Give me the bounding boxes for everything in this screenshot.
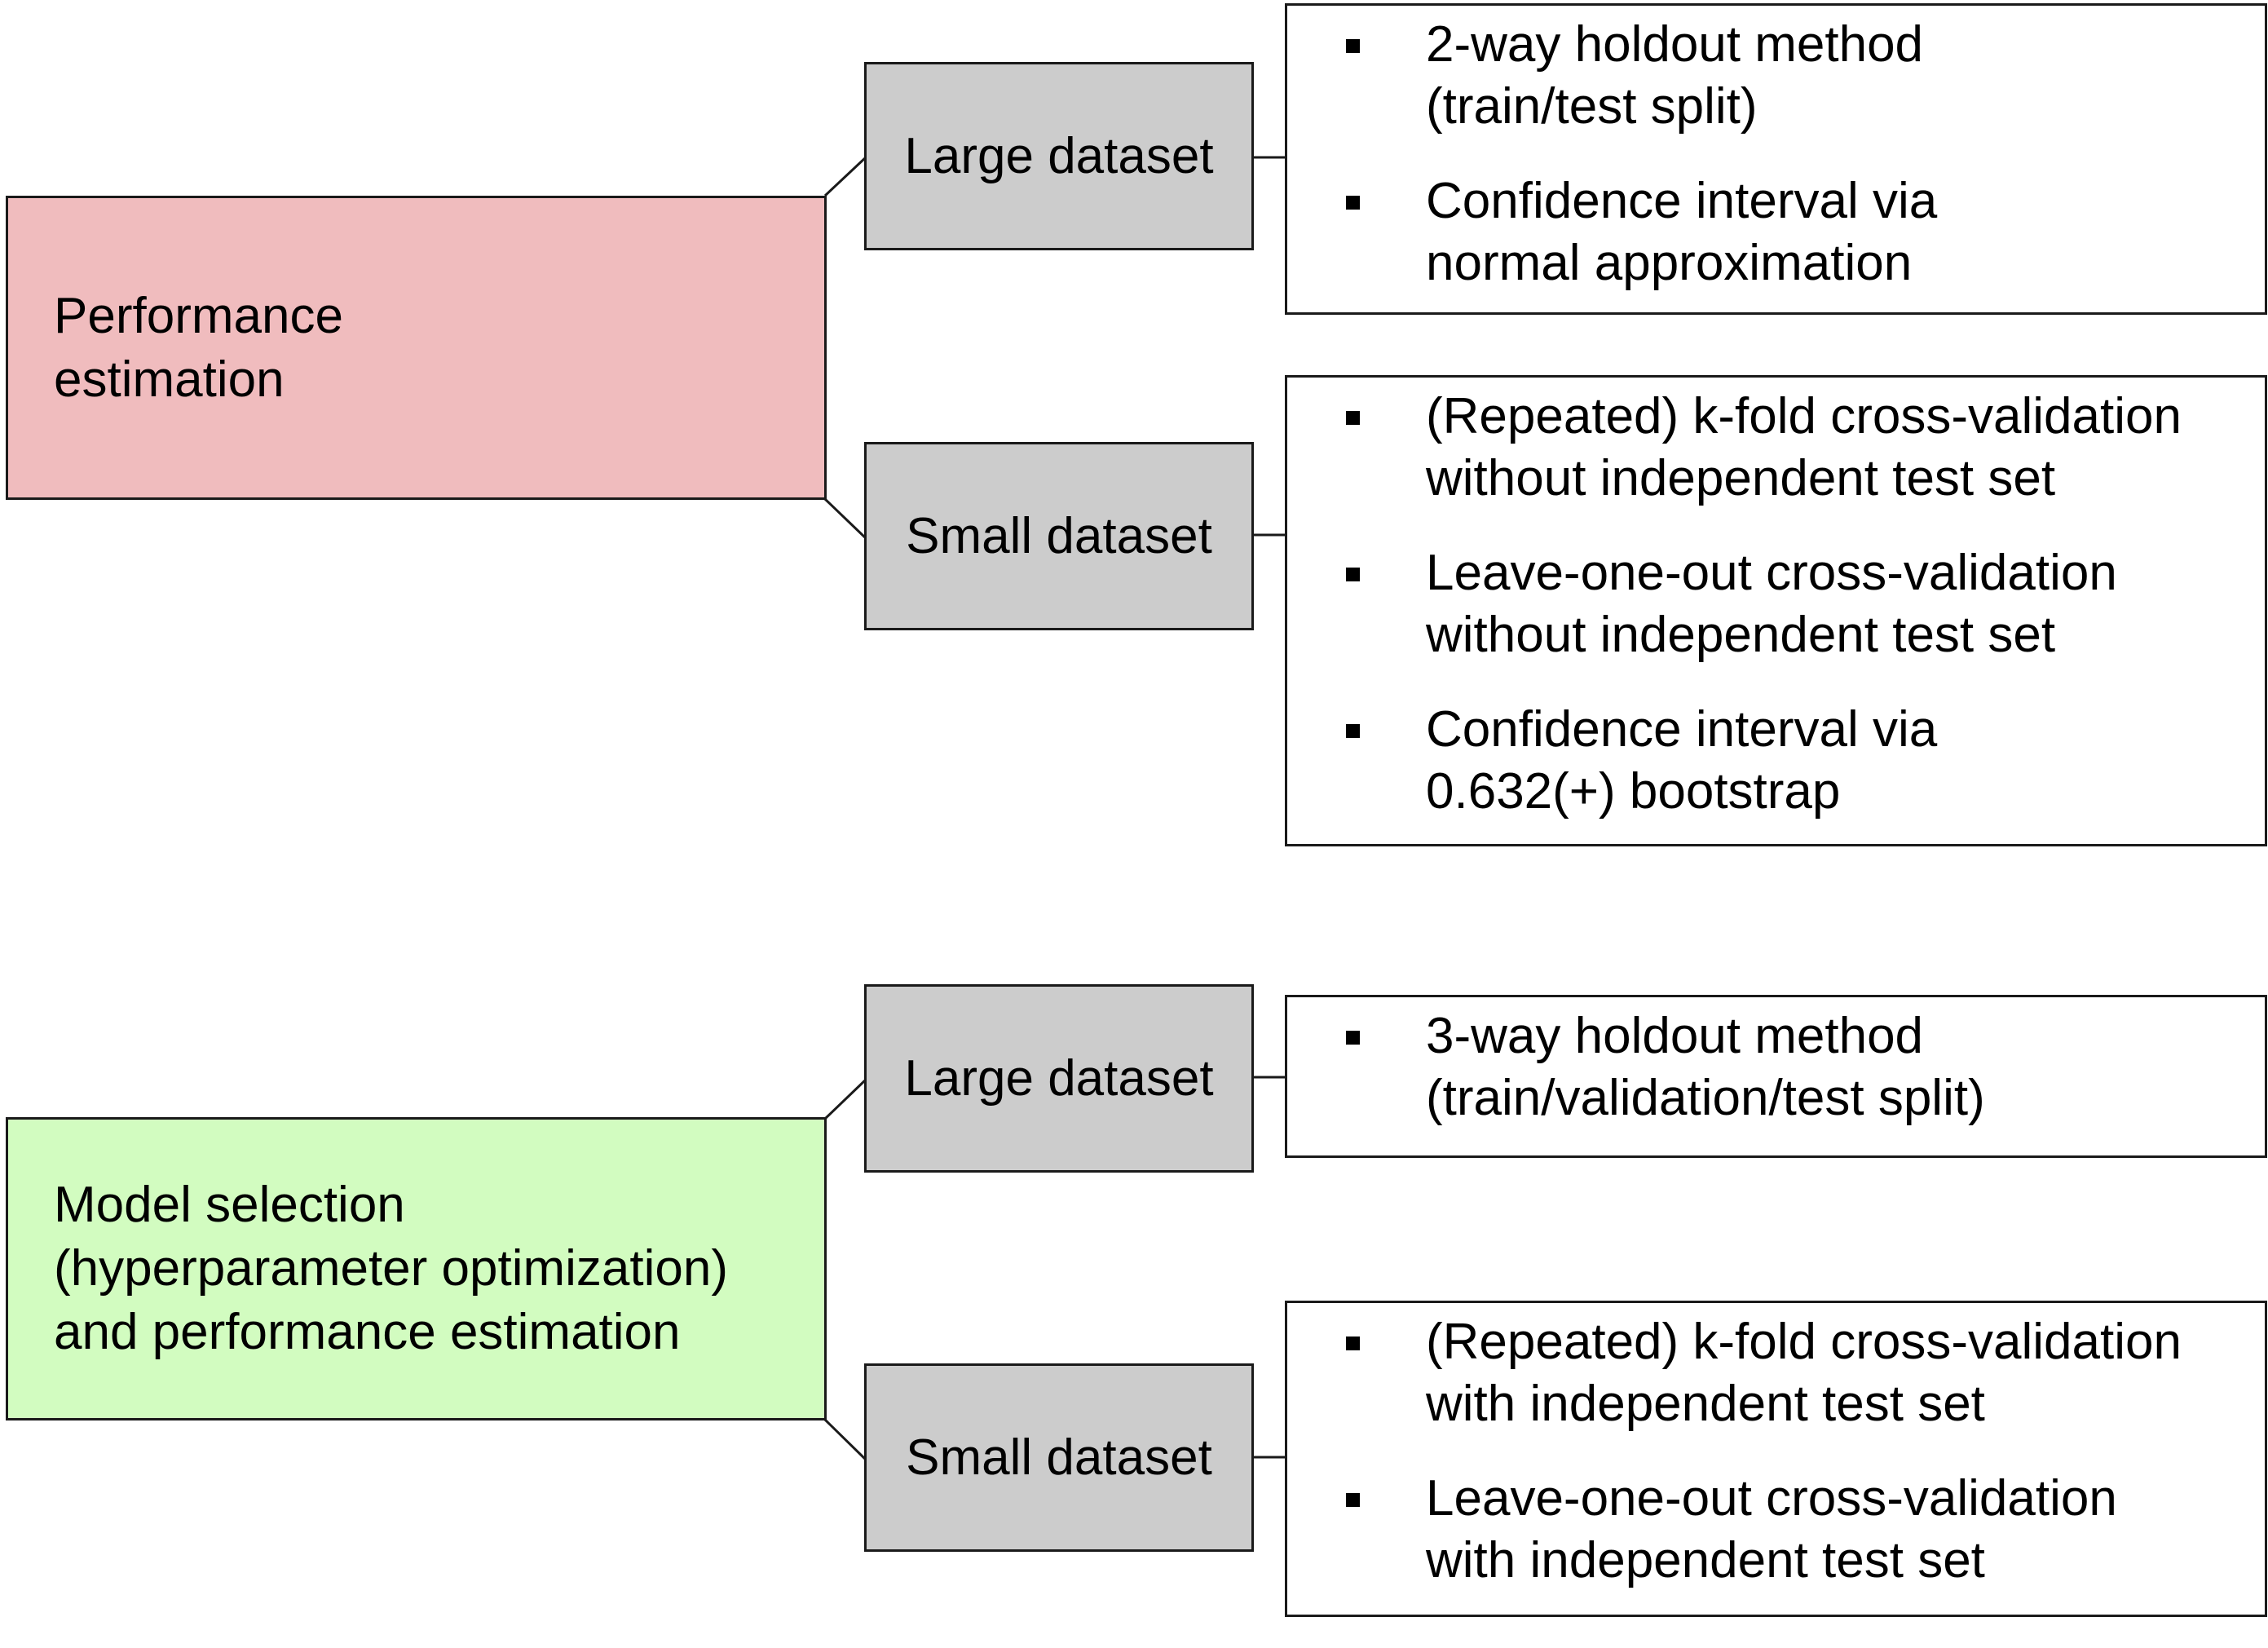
connector-model-to-small [823,1418,867,1461]
connector-perf-to-small [823,497,867,540]
bullet-icon [1346,568,1360,581]
method-item: 2-way holdout method (train/test split) [1287,14,2265,138]
large-methods-box-1: 2-way holdout method (train/test split) … [1285,3,2267,315]
bullet-icon [1346,1337,1360,1350]
root-line: estimation [54,351,285,408]
small-dataset-box-2: Small dataset [864,1363,1254,1552]
root-line: and performance estimation [54,1304,681,1360]
method-item: 3-way holdout method (train/validation/t… [1287,1005,2265,1129]
small-methods-box-2: (Repeated) k-fold cross-validation with … [1285,1301,2267,1617]
method-line: 3-way holdout method [1426,1008,1924,1064]
bullet-icon [1346,39,1360,53]
small-dataset-box-1: Small dataset [864,442,1254,630]
method-line: (Repeated) k-fold cross-validation [1426,388,2182,444]
bullet-icon [1346,1031,1360,1045]
root-line: Model selection [54,1177,405,1233]
large-dataset-label: Large dataset [904,128,1214,184]
bullet-icon [1346,196,1360,210]
method-line: Confidence interval via [1426,701,1938,758]
method-line: (Repeated) k-fold cross-validation [1426,1314,2182,1370]
method-line: Leave-one-out cross-validation [1426,1470,2117,1526]
method-line: 0.632(+) bootstrap [1426,763,1841,820]
method-line: normal approximation [1426,235,1913,291]
small-methods-box-1: (Repeated) k-fold cross-validation witho… [1285,375,2267,846]
method-line: 2-way holdout method [1426,16,1924,73]
large-methods-box-2: 3-way holdout method (train/validation/t… [1285,995,2267,1158]
root-line: Performance [54,287,343,344]
root-line: (hyperparameter optimization) [54,1240,729,1297]
method-item: Leave-one-out cross-validation without i… [1287,542,2265,666]
bullet-icon [1346,411,1360,425]
connector-model-to-large [823,1078,867,1120]
method-item: Confidence interval via normal approxima… [1287,170,2265,294]
method-item: (Repeated) k-fold cross-validation with … [1287,1311,2265,1435]
method-line: (train/test split) [1426,78,1758,135]
method-line: without independent test set [1426,450,2056,506]
method-item: (Repeated) k-fold cross-validation witho… [1287,386,2265,510]
connector-perf-to-large [823,156,867,197]
method-line: without independent test set [1426,607,2056,663]
model-selection-box: Model selection (hyperparameter optimiza… [6,1117,827,1420]
large-dataset-label: Large dataset [904,1050,1214,1107]
bullet-icon [1346,1493,1360,1507]
method-line: (train/validation/test split) [1426,1070,1985,1126]
method-item: Leave-one-out cross-validation with inde… [1287,1468,2265,1592]
method-line: with independent test set [1426,1376,1985,1432]
performance-estimation-box: Performance estimation [6,196,827,500]
method-item: Confidence interval via 0.632(+) bootstr… [1287,699,2265,823]
large-dataset-box-1: Large dataset [864,62,1254,250]
bullet-icon [1346,724,1360,738]
small-dataset-label: Small dataset [906,1429,1212,1486]
method-line: Leave-one-out cross-validation [1426,545,2117,601]
method-line: Confidence interval via [1426,173,1938,229]
small-dataset-label: Small dataset [906,508,1212,564]
large-dataset-box-2: Large dataset [864,984,1254,1173]
method-line: with independent test set [1426,1532,1985,1588]
